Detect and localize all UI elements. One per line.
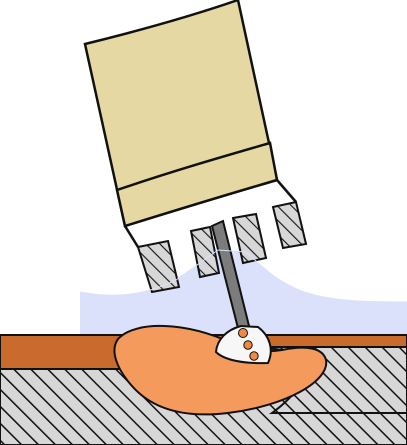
nozzle-right-block [271, 200, 308, 250]
metal-droplet [249, 351, 259, 361]
nozzle-inner-right-block [231, 212, 268, 265]
nozzle-left-block [136, 239, 181, 294]
gas-outline [79, 249, 407, 303]
metal-droplet [238, 328, 248, 338]
metal-droplet [243, 340, 253, 350]
torch-lower-edge [123, 179, 297, 248]
weld-bead [113, 325, 328, 416]
